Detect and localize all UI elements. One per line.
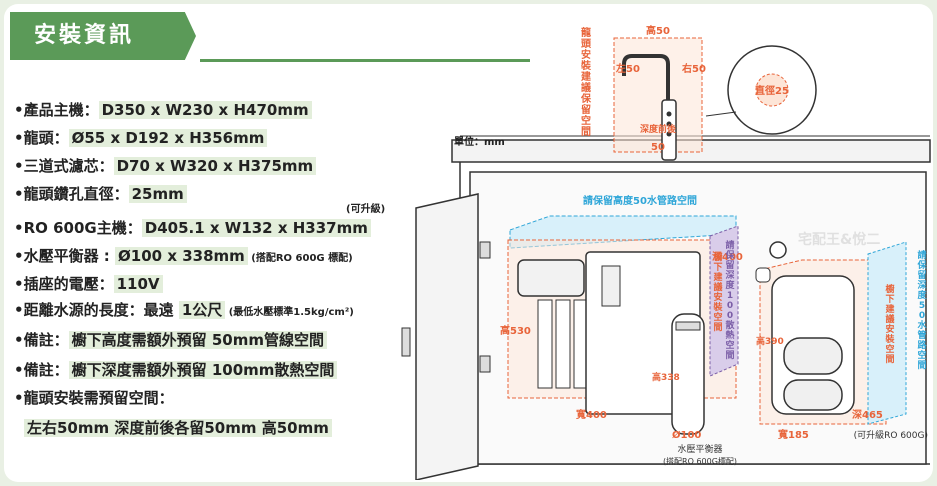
spec-value: 櫥下深度需額外預留 100mm散熱空間: [68, 361, 338, 379]
d400-label: 深400: [712, 250, 743, 263]
door-hinge-top: [479, 241, 491, 259]
spec-value: D405.1 x W132 x H337mm: [141, 219, 371, 237]
heat-space-box: [709, 225, 739, 377]
spec-value: D350 x W230 x H470mm: [98, 101, 312, 119]
dia100-label: Ø100: [672, 429, 701, 441]
spec-row: •插座的電壓：110V: [14, 272, 163, 296]
spec-label: •插座的電壓：: [14, 275, 114, 293]
spec-value: 左右50mm 深度前後各留50mm 高50mm: [24, 419, 332, 437]
spec-row: •產品主機：D350 x W230 x H470mm: [14, 98, 312, 122]
filter-cartridge-1: [537, 299, 553, 389]
valve-connector: [755, 267, 771, 283]
cabinet-door: [415, 193, 479, 480]
installation-diagram: 高50 左50 右50 深度前後 50 龍頭安裝建議保留空間 單位：mm 直徑2…: [401, 24, 931, 480]
unit-label: 單位：mm: [454, 135, 505, 148]
filter-cartridge-3: [573, 299, 587, 389]
ro-upgrade-label: (可升級RO 600G): [854, 429, 928, 441]
spec-label: •龍頭：: [14, 129, 69, 147]
upgrade-note: (可升級): [346, 204, 386, 215]
faucet-space-vertical: 龍頭安裝建議保留空間: [580, 26, 592, 138]
drill-hole: [755, 73, 789, 107]
spec-row: •水壓平衡器 : Ø100 x 338mm (搭配RO 600G 標配): [14, 244, 353, 268]
spec-label: •水壓平衡器 :: [14, 247, 116, 265]
pressure-balancer: [671, 313, 705, 435]
spec-value: D70 x W320 x H375mm: [113, 157, 317, 175]
faucet-h50: 高50: [646, 24, 670, 37]
door-handle: [401, 327, 411, 357]
h338-label: 高338: [652, 371, 680, 383]
spec-value: Ø55 x D192 x H356mm: [68, 129, 268, 147]
spec-value: 110V: [113, 275, 163, 293]
spec-label: •龍頭鑽孔直徑：: [14, 185, 129, 203]
spec-row: 左右50mm 深度前後各留50mm 高50mm: [24, 416, 332, 440]
balancer-label: 水壓平衡器: [677, 443, 722, 455]
faucet-right50: 右50: [681, 62, 706, 75]
h390-label: 高390: [756, 335, 784, 347]
w185-label: 寬185: [777, 428, 809, 441]
under-cabinet-vertical-2: 櫥下建議安裝空間: [884, 283, 895, 365]
diameter25-label: 直徑25: [755, 84, 789, 97]
spec-label: •三道式濾芯：: [14, 157, 114, 175]
spec-row: •備註：櫥下高度需額外預留 50mm管線空間: [14, 328, 327, 352]
title-underline: [200, 59, 530, 62]
spec-value: 1公尺: [178, 301, 226, 319]
spec-row: •龍頭安裝需預留空間：: [14, 386, 174, 410]
spec-note: (最低水壓標準1.5kg/cm²): [225, 307, 354, 318]
spec-row: •RO 600G主機：D405.1 x W132 x H337mm: [14, 216, 371, 240]
spec-value: 櫥下高度需額外預留 50mm管線空間: [68, 331, 327, 349]
faucet-depth-label: 深度前後: [640, 123, 677, 135]
spec-row: •距離水源的長度：最遠 1公尺 (最低水壓標準1.5kg/cm²): [14, 298, 354, 322]
spec-label: •距離水源的長度：最遠: [14, 301, 179, 319]
spec-row: •備註：櫥下深度需額外預留 100mm散熱空間: [14, 358, 338, 382]
faucet-spout: [622, 54, 670, 100]
spec-note: (搭配RO 600G 標配): [247, 253, 353, 264]
d465-label: 深465: [852, 408, 883, 421]
spec-label: •RO 600G主機：: [14, 219, 142, 237]
filter-cartridge-2: [555, 299, 571, 389]
faucet-left50: 左50: [615, 62, 640, 75]
spec-label: •備註：: [14, 361, 69, 379]
spec-row: •三道式濾芯：D70 x W320 x H375mm: [14, 154, 317, 178]
under-cabinet-vertical-1: 櫥下建議安裝空間: [712, 251, 723, 333]
spec-value: 25mm: [128, 185, 187, 203]
pipe-space-top: 請保留高度50水管路空間: [583, 194, 697, 207]
balancer-note: (搭配RO 600G標配): [663, 456, 737, 466]
water-valve: [769, 241, 787, 259]
faucet-depth50: 50: [651, 142, 665, 153]
spec-row: •龍頭鑽孔直徑：25mm: [14, 182, 187, 206]
h530-label: 高530: [500, 324, 531, 337]
spec-value: Ø100 x 338mm: [115, 247, 248, 265]
watermark: 宅配王&悅二: [798, 231, 880, 248]
faucet-body: [661, 99, 677, 161]
door-hinge-bottom: [479, 355, 491, 373]
spec-row: •龍頭：Ø55 x D192 x H356mm: [14, 126, 268, 150]
spec-label: •龍頭安裝需預留空間：: [14, 389, 174, 407]
ro-pipe-space: [867, 241, 907, 425]
section-title: 安裝資訊: [10, 12, 196, 60]
w400-label: 寬400: [575, 408, 607, 421]
spec-label: •備註：: [14, 331, 69, 349]
ro-filter-1: [783, 337, 843, 375]
spec-label: •產品主機：: [14, 101, 99, 119]
ro-filter-2: [783, 379, 843, 411]
main-unit-panel: [601, 265, 621, 307]
filter-head: [517, 259, 585, 297]
